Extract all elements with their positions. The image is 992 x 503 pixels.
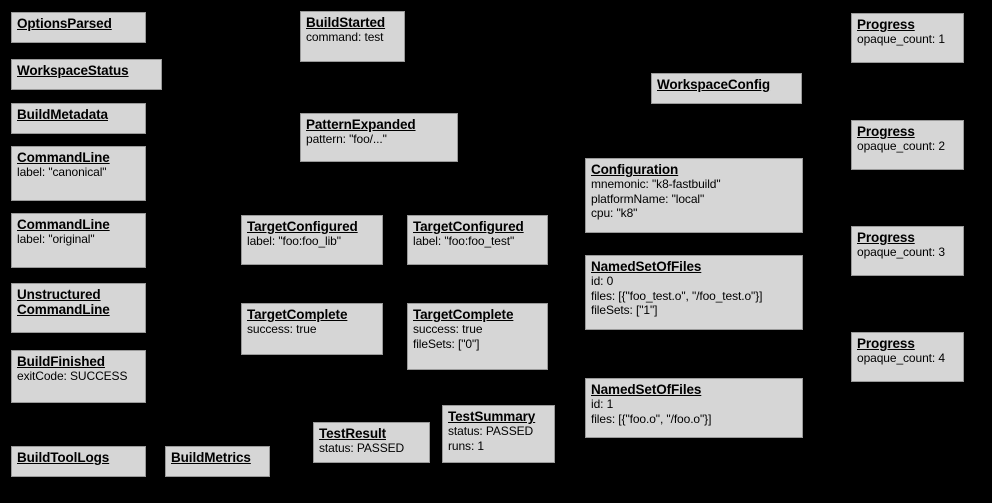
node-title: TargetComplete: [247, 307, 348, 322]
node-fields: status: PASSED: [319, 441, 405, 455]
node-title: Unstructured CommandLine: [17, 287, 110, 317]
node-title: BuildStarted: [306, 15, 386, 30]
node-title: BuildMetadata: [17, 107, 108, 122]
node-unstructured-command-line[interactable]: Unstructured CommandLine: [11, 283, 146, 333]
node-title: CommandLine: [17, 217, 110, 232]
node-fields: success: true: [247, 322, 317, 336]
node-fields: label: "canonical": [17, 165, 107, 179]
node-title: TargetConfigured: [413, 219, 524, 234]
node-title: TestResult: [319, 426, 387, 441]
node-fields: opaque_count: 3: [857, 245, 945, 259]
node-build-metrics[interactable]: BuildMetrics: [165, 446, 270, 477]
node-title: TargetConfigured: [247, 219, 358, 234]
node-options-parsed[interactable]: OptionsParsed: [11, 12, 146, 43]
node-fields: status: PASSED runs: 1: [448, 424, 534, 453]
node-title: WorkspaceStatus: [17, 63, 129, 78]
node-fields: id: 1 files: [{"foo.o", "/foo.o"}]: [591, 397, 712, 426]
node-title: Progress: [857, 17, 915, 32]
node-build-metadata[interactable]: BuildMetadata: [11, 103, 146, 134]
node-fields: command: test: [306, 30, 384, 44]
node-fields: exitCode: SUCCESS: [17, 369, 128, 383]
node-title: PatternExpanded: [306, 117, 416, 132]
node-title: NamedSetOfFiles: [591, 259, 702, 274]
node-fields: opaque_count: 2: [857, 139, 945, 153]
node-fields: label: "foo:foo_test": [413, 234, 515, 248]
node-title: Configuration: [591, 162, 679, 177]
node-title: NamedSetOfFiles: [591, 382, 702, 397]
node-title: Progress: [857, 124, 915, 139]
node-fields: opaque_count: 1: [857, 32, 945, 46]
node-title: WorkspaceConfig: [657, 77, 771, 92]
node-title: OptionsParsed: [17, 16, 112, 31]
node-title: BuildMetrics: [171, 450, 251, 465]
node-workspace-config[interactable]: WorkspaceConfig: [651, 73, 802, 104]
node-fields: opaque_count: 4: [857, 351, 945, 365]
node-fields: pattern: "foo/...": [306, 132, 387, 146]
node-title: BuildToolLogs: [17, 450, 110, 465]
node-fields: id: 0 files: [{"foo_test.o", "/foo_test.…: [591, 274, 763, 317]
node-fields: label: "foo:foo_lib": [247, 234, 341, 248]
node-fields: label: "original": [17, 232, 95, 246]
node-title: CommandLine: [17, 150, 110, 165]
node-fields: mnemonic: "k8-fastbuild" platformName: "…: [591, 177, 721, 220]
node-title: TargetComplete: [413, 307, 514, 322]
node-fields: success: true fileSets: ["0"]: [413, 322, 483, 351]
node-title: TestSummary: [448, 409, 536, 424]
node-title: Progress: [857, 230, 915, 245]
node-title: BuildFinished: [17, 354, 105, 369]
node-title: Progress: [857, 336, 915, 351]
node-workspace-status[interactable]: WorkspaceStatus: [11, 59, 162, 90]
node-build-tool-logs[interactable]: BuildToolLogs: [11, 446, 146, 477]
